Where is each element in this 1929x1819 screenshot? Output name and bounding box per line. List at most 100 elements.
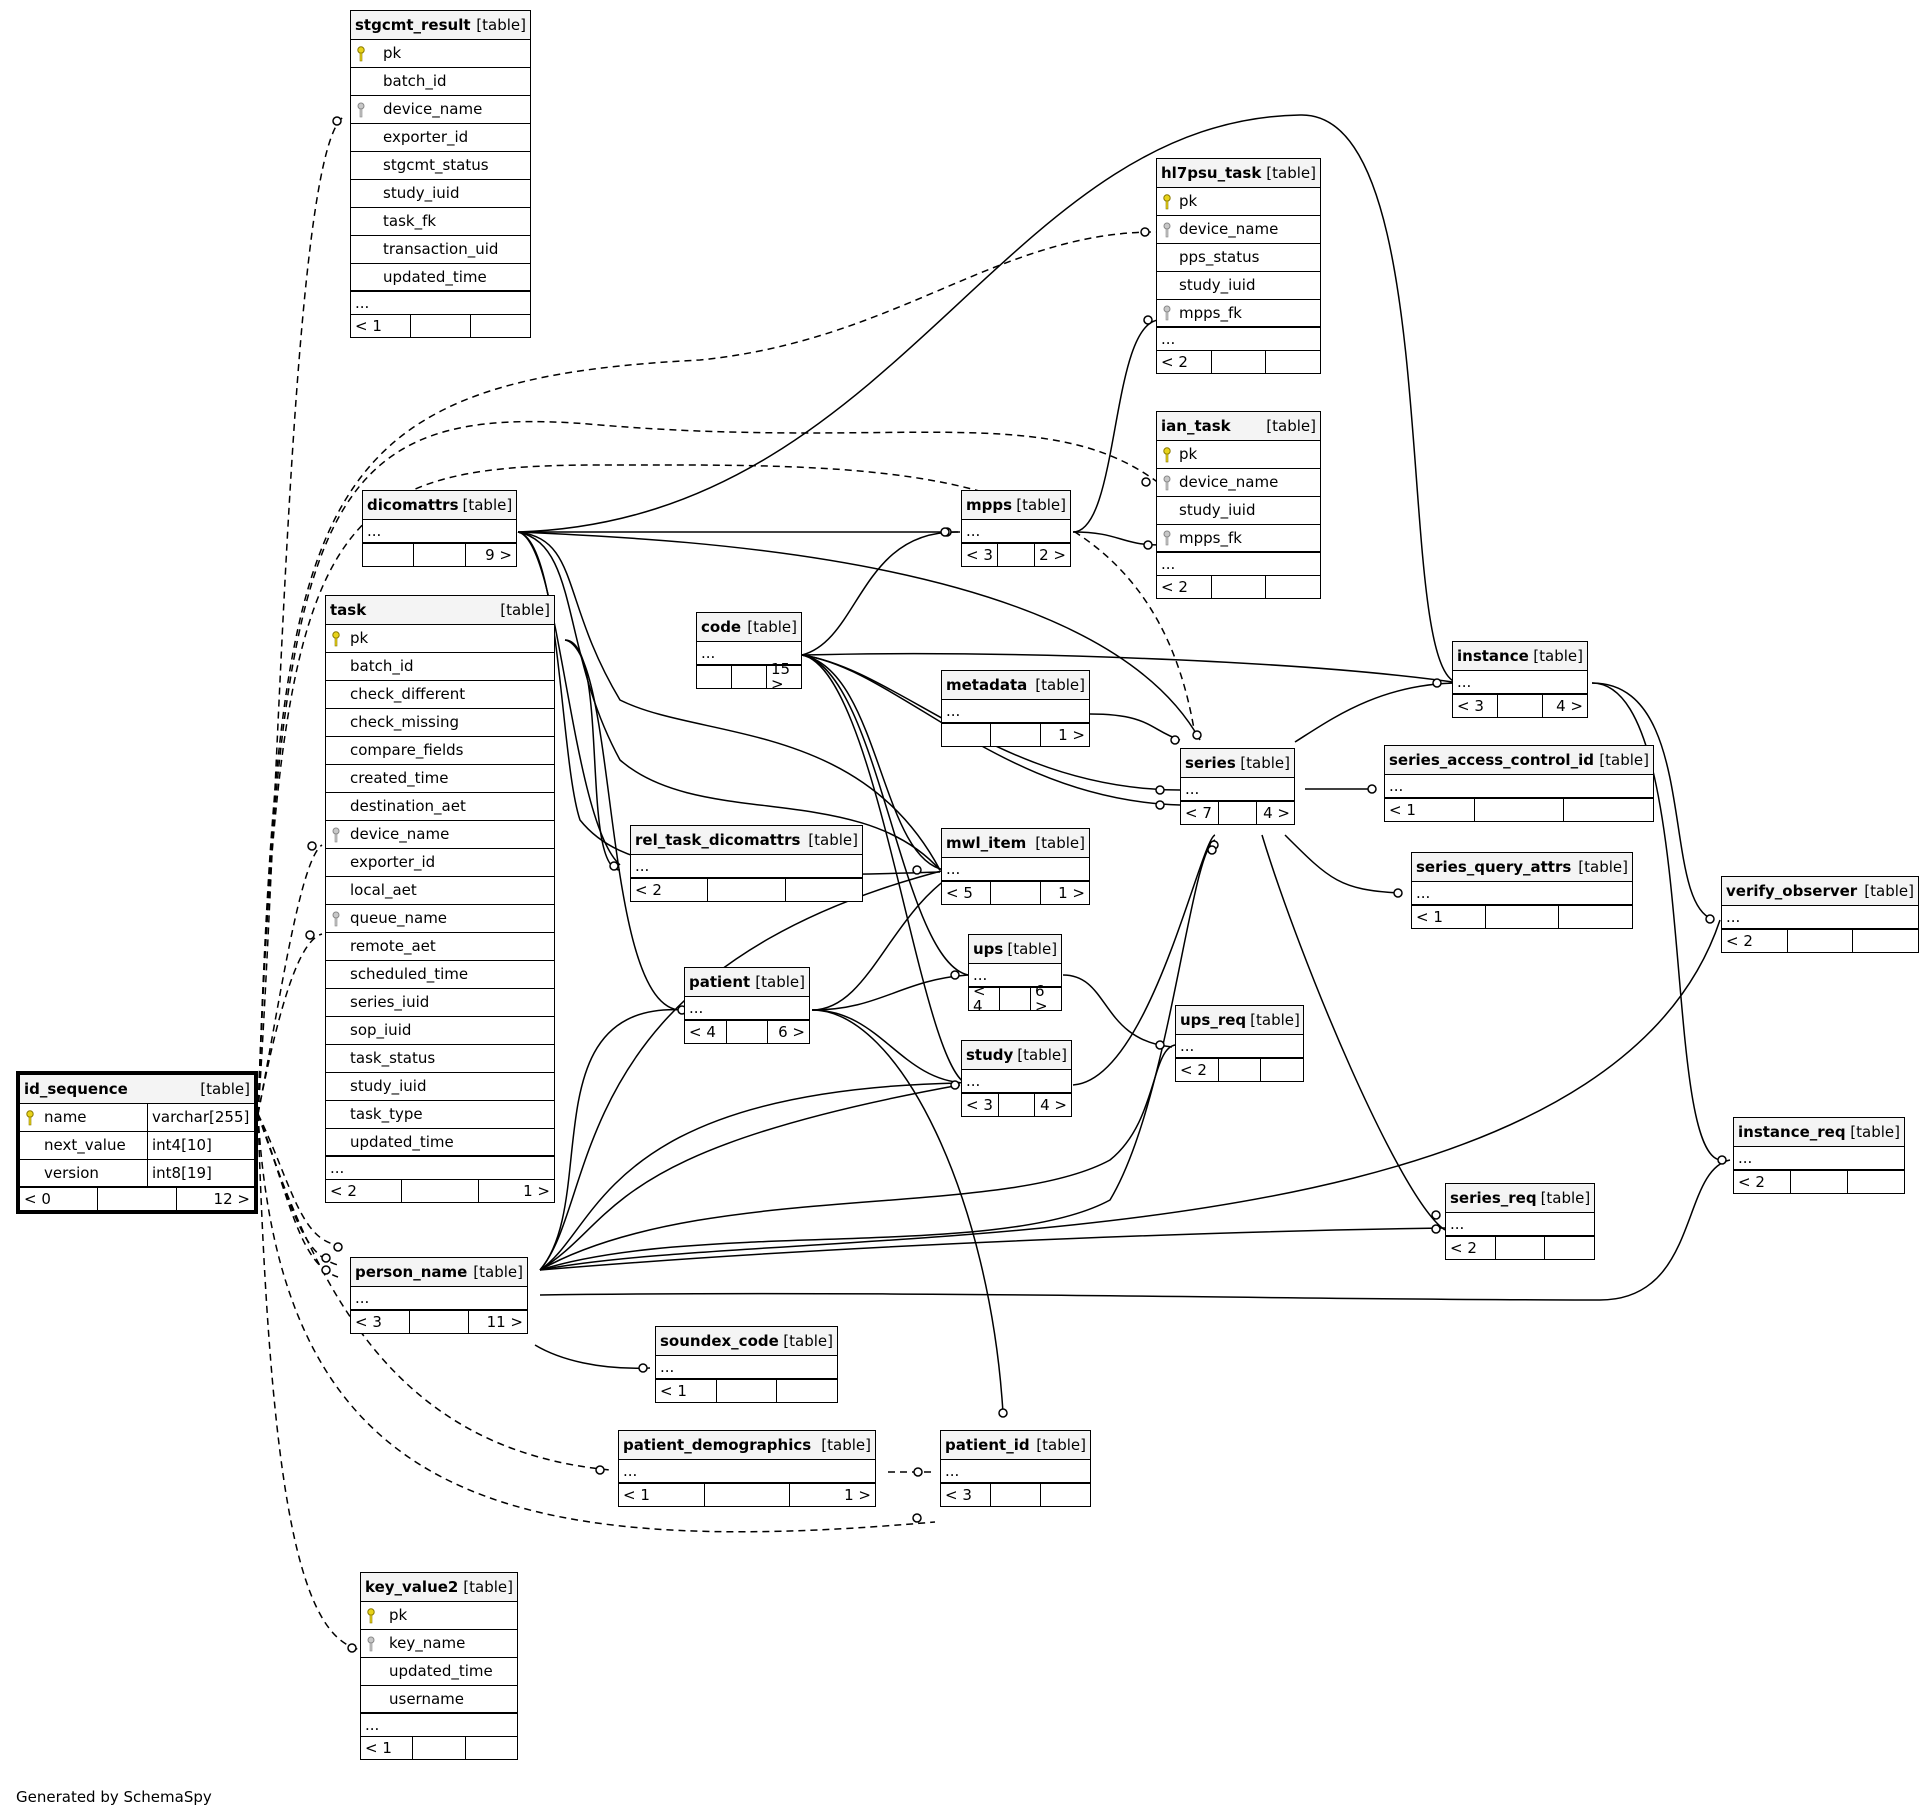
- parent-count[interactable]: [363, 544, 413, 566]
- parent-count[interactable]: < 2: [1450, 1238, 1477, 1257]
- table-rel_task_dicomattrs[interactable]: rel_task_dicomattrs [table] ... < 2: [630, 825, 863, 902]
- table-name: series_req: [1450, 1188, 1537, 1207]
- parent-count[interactable]: < 1: [1416, 907, 1443, 926]
- table-footer: < 2 1 >: [326, 1180, 554, 1202]
- child-count[interactable]: 6 >: [778, 1022, 806, 1041]
- child-count[interactable]: 11 >: [486, 1312, 523, 1331]
- column-name: device_name: [1179, 473, 1279, 491]
- child-count[interactable]: 2 >: [1039, 545, 1066, 564]
- child-count[interactable]: 1 >: [1058, 883, 1085, 902]
- table-kind: [table]: [500, 600, 550, 619]
- column-name: scheduled_time: [350, 965, 469, 983]
- child-count[interactable]: [1266, 351, 1320, 373]
- parent-count[interactable]: < 2: [1161, 352, 1188, 371]
- parent-count[interactable]: < 0: [24, 1189, 51, 1208]
- table-name: instance_req: [1738, 1122, 1846, 1141]
- child-count[interactable]: [786, 879, 862, 901]
- table-series_req[interactable]: series_req [table] ... < 2: [1445, 1183, 1595, 1260]
- child-count[interactable]: [471, 315, 530, 337]
- parent-count[interactable]: < 3: [945, 1485, 972, 1504]
- table-series_query_attrs[interactable]: series_query_attrs [table] ... < 1: [1411, 852, 1633, 929]
- table-ups_req[interactable]: ups_req [table] ... < 2: [1175, 1005, 1304, 1082]
- child-count[interactable]: 4 >: [1263, 803, 1290, 822]
- table-key_value2[interactable]: key_value2 [table] pk key_name updated_t…: [360, 1572, 518, 1760]
- child-count[interactable]: 1 >: [1058, 725, 1085, 744]
- more-columns: ...: [363, 520, 516, 544]
- table-name: series_query_attrs: [1416, 857, 1572, 876]
- parent-count[interactable]: < 4: [973, 982, 986, 1015]
- child-count[interactable]: [1853, 930, 1918, 952]
- child-count[interactable]: 9 >: [485, 545, 512, 564]
- parent-count[interactable]: < 2: [1738, 1172, 1765, 1191]
- child-count[interactable]: 15 >: [771, 660, 791, 693]
- column-name: device_name: [1179, 220, 1279, 238]
- more-columns: ...: [1734, 1147, 1904, 1171]
- parent-count[interactable]: < 2: [1180, 1060, 1207, 1079]
- table-dicomattrs[interactable]: dicomattrs [table] ... 9 >: [362, 490, 517, 567]
- child-count[interactable]: 6 >: [1035, 982, 1048, 1015]
- table-header: verify_observer [table]: [1722, 877, 1918, 906]
- parent-count[interactable]: < 1: [623, 1485, 650, 1504]
- column-name: stgcmt_status: [383, 156, 489, 174]
- child-count[interactable]: [777, 1380, 837, 1402]
- parent-count[interactable]: [697, 666, 731, 688]
- child-count[interactable]: [1041, 1484, 1090, 1506]
- child-count[interactable]: [1266, 576, 1320, 598]
- child-count[interactable]: 1 >: [523, 1181, 550, 1200]
- column-row: remote_aet: [326, 933, 554, 961]
- table-verify_observer[interactable]: verify_observer [table] ... < 2: [1721, 876, 1919, 953]
- parent-count[interactable]: < 1: [365, 1738, 392, 1757]
- parent-count[interactable]: < 3: [355, 1312, 382, 1331]
- child-count[interactable]: 1 >: [844, 1485, 872, 1504]
- table-header: patient_id [table]: [941, 1431, 1090, 1460]
- parent-count[interactable]: < 3: [966, 545, 993, 564]
- column-name: destination_aet: [350, 797, 466, 815]
- child-count[interactable]: 12 >: [213, 1189, 250, 1208]
- table-patient_id[interactable]: patient_id [table] ... < 3: [940, 1430, 1091, 1507]
- row-count: [413, 544, 466, 566]
- child-count[interactable]: [466, 1737, 517, 1759]
- parent-count[interactable]: < 1: [660, 1381, 687, 1400]
- table-soundex_code[interactable]: soundex_code [table] ... < 1: [655, 1326, 838, 1403]
- child-count[interactable]: [1261, 1059, 1303, 1081]
- child-count[interactable]: [1564, 799, 1653, 821]
- parent-count[interactable]: < 3: [1457, 696, 1484, 715]
- table-stgcmt_result[interactable]: stgcmt_result [table] pk batch_id device…: [350, 10, 531, 338]
- table-series_access_control_id[interactable]: series_access_control_id [table] ... < 1: [1384, 745, 1654, 822]
- table-kind: [table]: [755, 972, 805, 991]
- table-task[interactable]: task [table] pk batch_id check_different…: [325, 595, 555, 1203]
- parent-count[interactable]: < 1: [1389, 800, 1416, 819]
- table-code[interactable]: code [table] ... 15 >: [696, 612, 802, 693]
- parent-count[interactable]: < 2: [635, 880, 662, 899]
- child-count[interactable]: 4 >: [1040, 1095, 1068, 1114]
- parent-count[interactable]: < 2: [1161, 577, 1188, 596]
- table-ian_task[interactable]: ian_task [table] pk device_name study_iu…: [1156, 411, 1321, 599]
- table-hl7psu_task[interactable]: hl7psu_task [table] pk device_name pps_s…: [1156, 158, 1321, 374]
- child-count[interactable]: [1559, 906, 1632, 928]
- parent-count[interactable]: < 2: [1726, 931, 1753, 950]
- parent-count[interactable]: < 3: [966, 1095, 993, 1114]
- parent-count[interactable]: < 5: [946, 883, 973, 902]
- parent-count[interactable]: < 7: [1185, 803, 1212, 822]
- table-metadata[interactable]: metadata [table] ... 1 >: [941, 670, 1090, 747]
- child-count[interactable]: 4 >: [1556, 696, 1583, 715]
- table-kind: [table]: [473, 1262, 523, 1281]
- child-count[interactable]: [1545, 1237, 1594, 1259]
- table-instance_req[interactable]: instance_req [table] ... < 2: [1733, 1117, 1905, 1194]
- parent-count[interactable]: < 2: [330, 1181, 357, 1200]
- parent-count[interactable]: < 1: [355, 316, 382, 335]
- child-count[interactable]: [1848, 1171, 1904, 1193]
- parent-count[interactable]: < 4: [689, 1022, 716, 1041]
- row-count: [1484, 906, 1560, 928]
- parent-count[interactable]: [942, 724, 990, 746]
